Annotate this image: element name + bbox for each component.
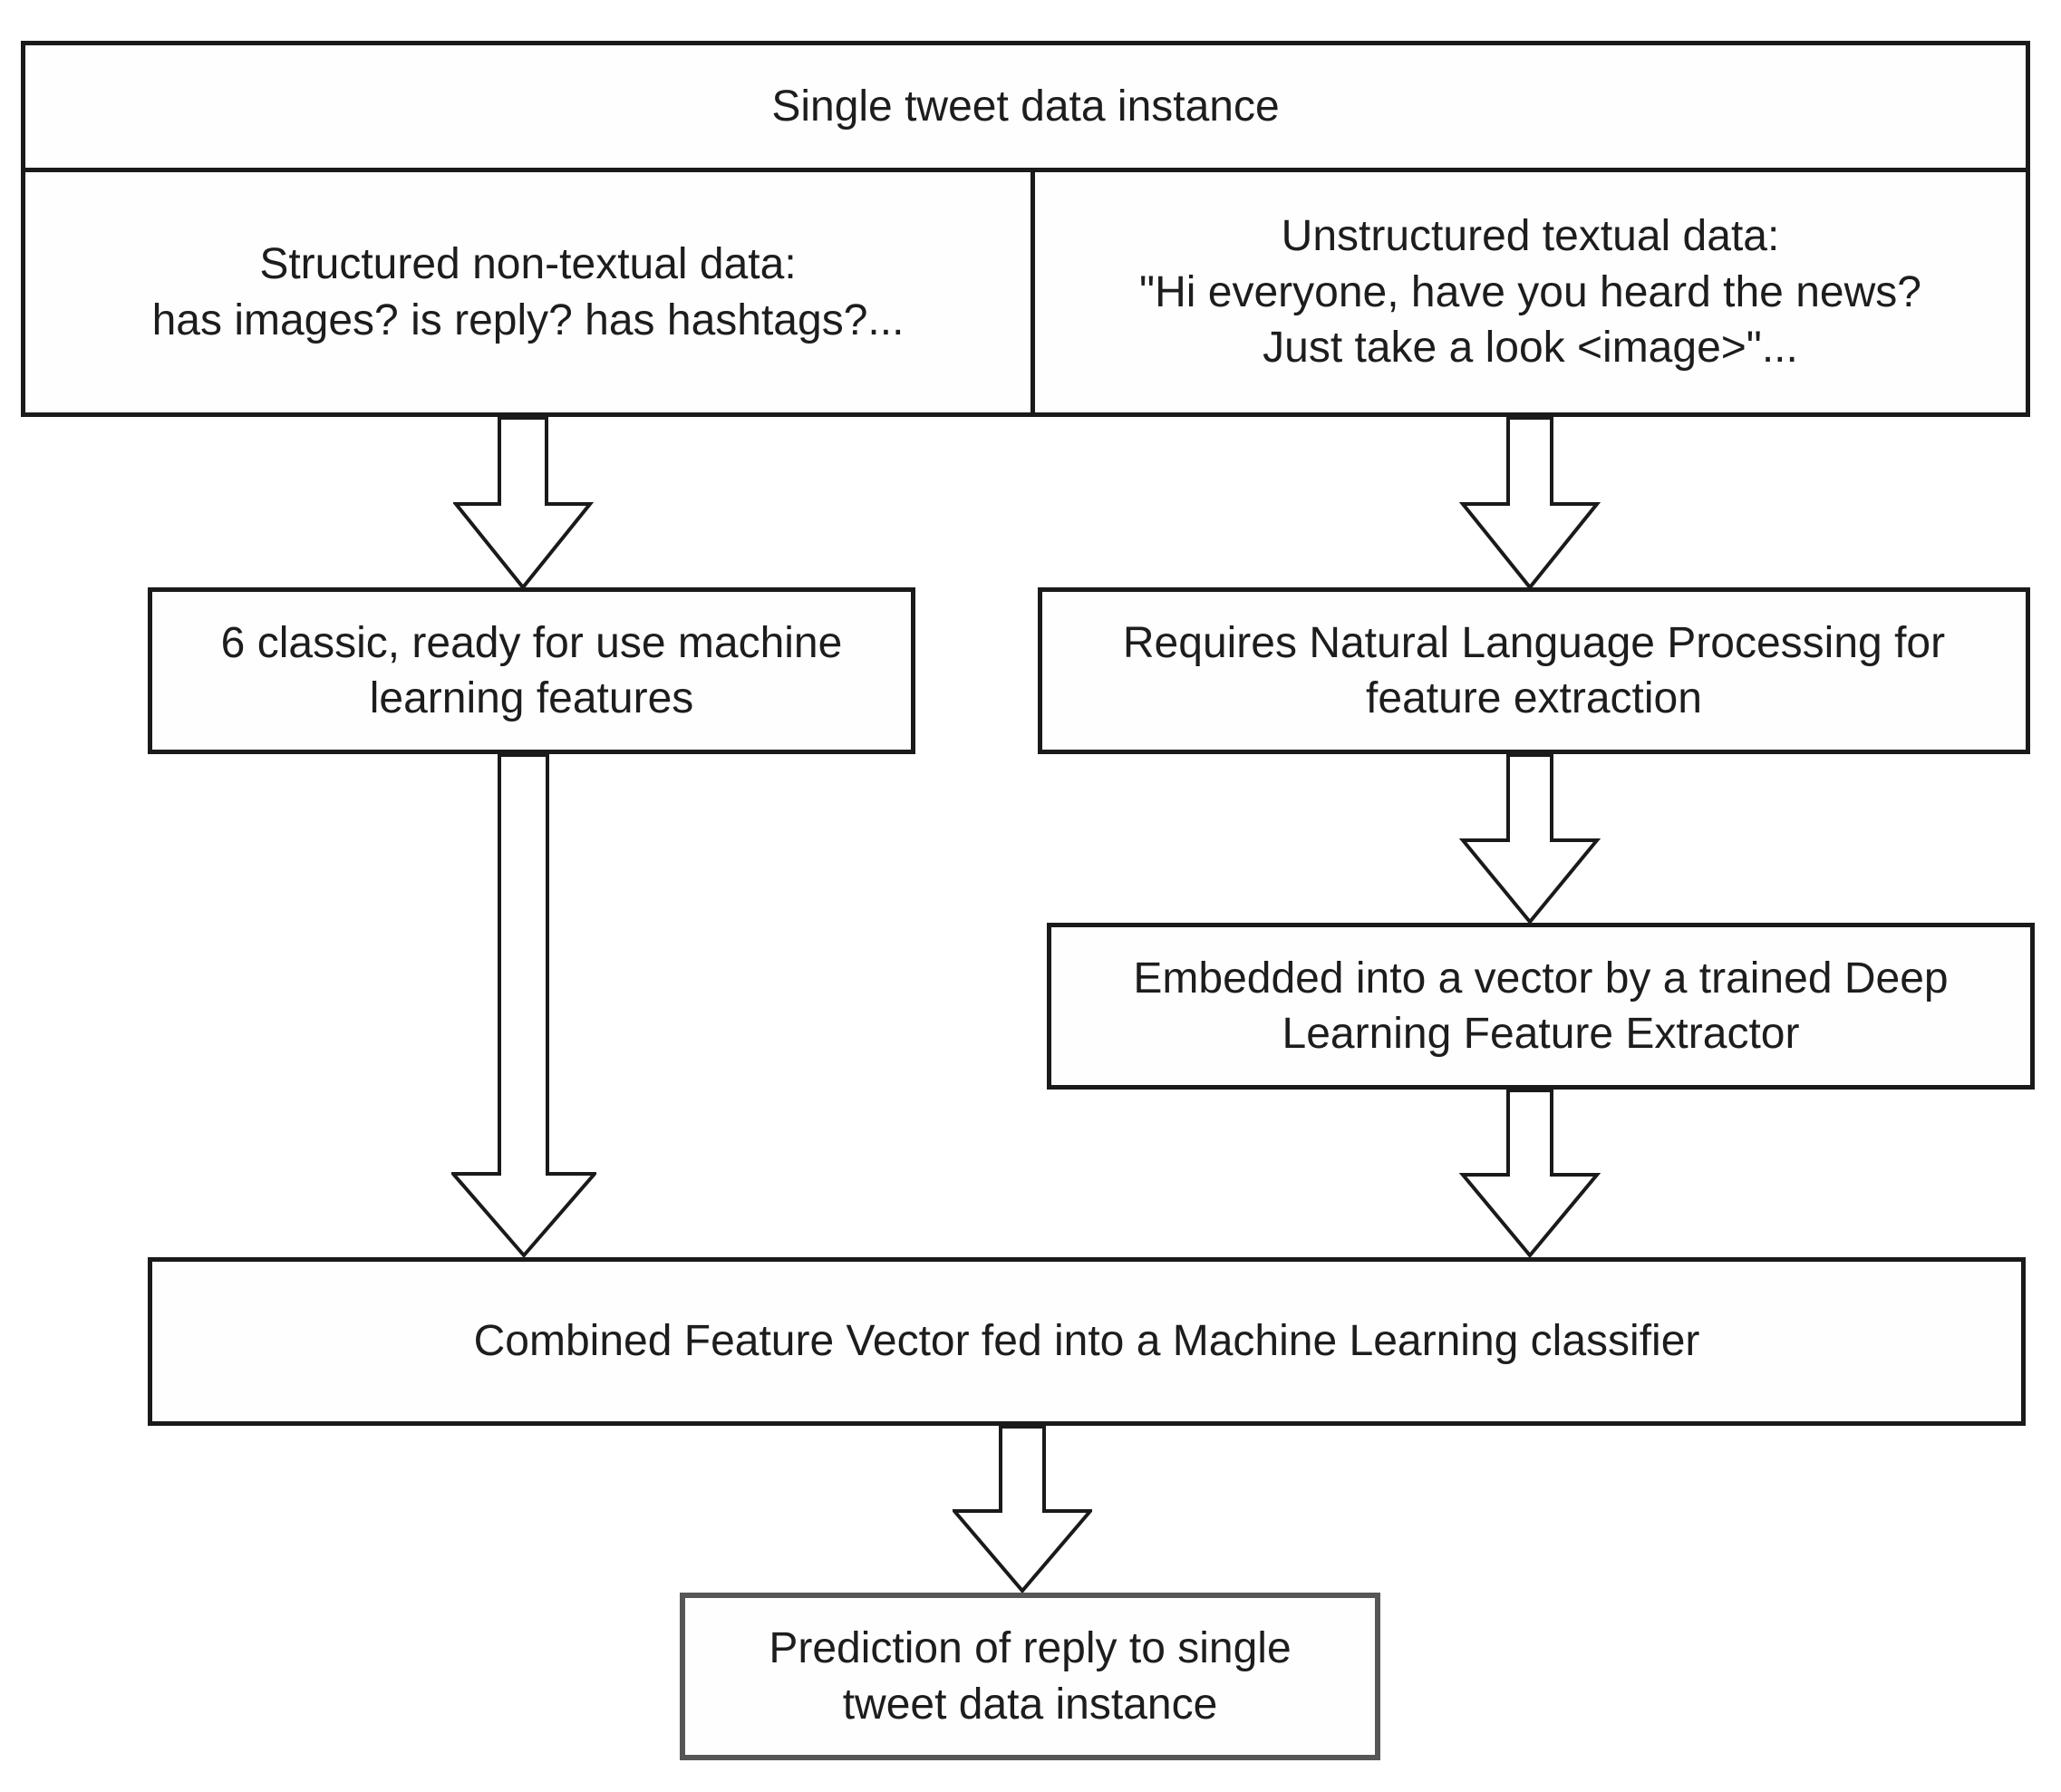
embedding-box: Embedded into a vector by a trained Deep… [1047, 923, 2035, 1090]
prediction-label: Prediction of reply to single tweet data… [769, 1624, 1292, 1729]
unstructured-data-cell: Unstructured textual data: "Hi everyone,… [1030, 172, 2026, 412]
down-arrow-embedding-to-combined-icon [1459, 1089, 1601, 1259]
nlp-processing-label: Requires Natural Language Processing for… [1122, 618, 1946, 722]
down-arrow-unstructured-to-nlp-icon [1459, 416, 1601, 591]
down-arrow-classic-to-combined-icon [451, 753, 596, 1259]
tweet-data-table: Single tweet data instance Structured no… [21, 41, 2030, 417]
down-arrow-structured-to-classic-icon [453, 416, 594, 591]
combined-feature-vector-box: Combined Feature Vector fed into a Machi… [148, 1257, 2026, 1426]
classic-features-label: 6 classic, ready for use machine learnin… [220, 618, 843, 722]
prediction-box: Prediction of reply to single tweet data… [680, 1593, 1380, 1760]
input-cells-row: Structured non-textual data: has images?… [25, 172, 2026, 412]
down-arrow-combined-to-prediction-icon [953, 1425, 1092, 1594]
root-box-label: Single tweet data instance [771, 82, 1280, 131]
classic-features-box: 6 classic, ready for use machine learnin… [148, 587, 915, 754]
root-row: Single tweet data instance [25, 45, 2026, 172]
structured-data-cell: Structured non-textual data: has images?… [25, 172, 1030, 412]
structured-data-label: Structured non-textual data: has images?… [151, 240, 905, 344]
nlp-processing-box: Requires Natural Language Processing for… [1038, 587, 2030, 754]
embedding-label: Embedded into a vector by a trained Deep… [1133, 954, 1949, 1058]
down-arrow-nlp-to-embedding-icon [1459, 753, 1601, 925]
combined-feature-vector-label: Combined Feature Vector fed into a Machi… [473, 1317, 1700, 1366]
unstructured-data-label: Unstructured textual data: "Hi everyone,… [1139, 212, 1921, 373]
